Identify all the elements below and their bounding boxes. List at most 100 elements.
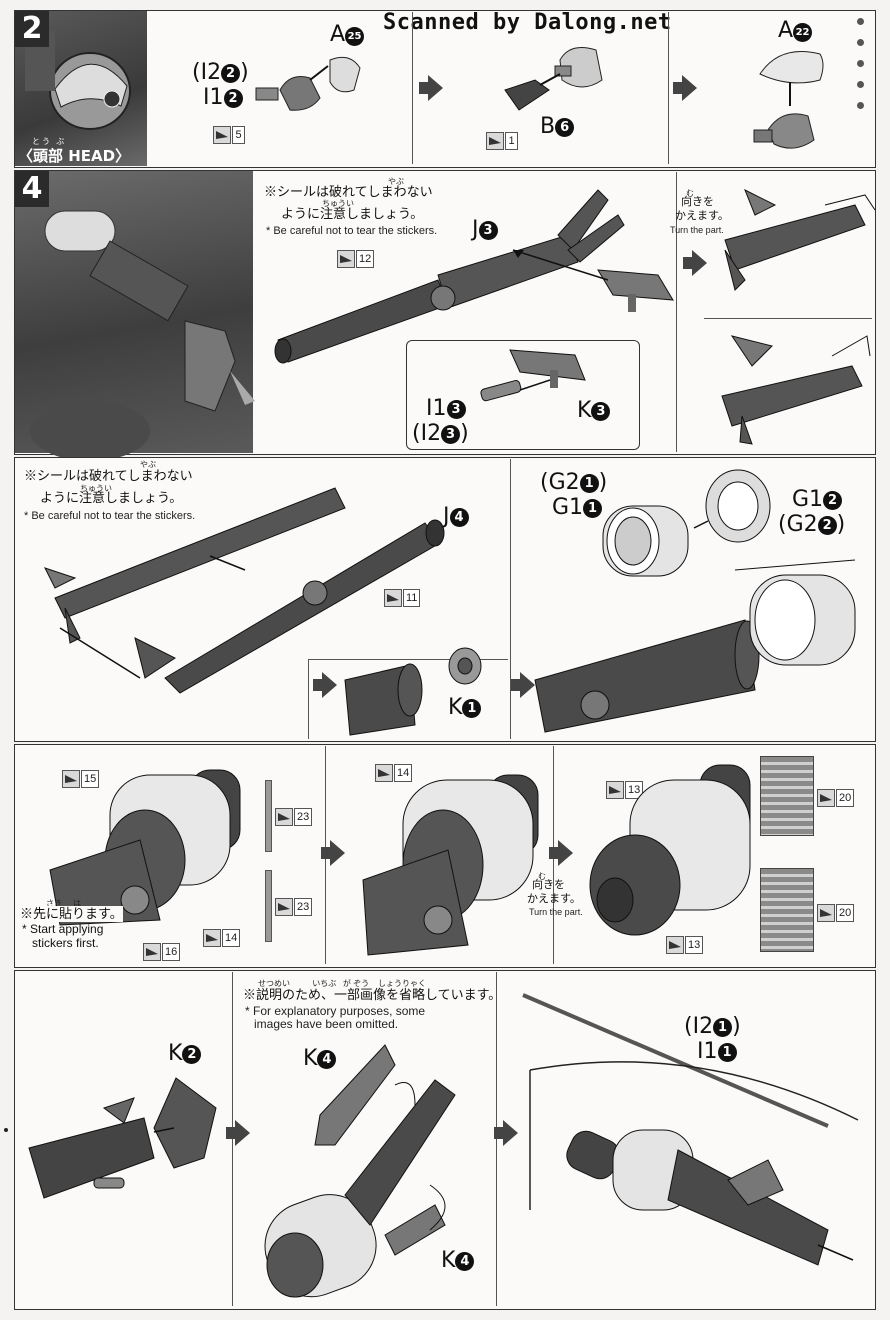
sticker-sheet-1 (760, 756, 814, 836)
tear-warning-en: * Be careful not to tear the stickers. (24, 510, 196, 522)
tear-warning-jp-2: ように注意しましょう。 (281, 206, 424, 221)
sticker-15: 15 (62, 770, 100, 788)
omit-note-jp: ※説明のため、一部画像を省略しています。 (243, 987, 502, 1002)
tear-ruby: やぶ (388, 177, 404, 186)
barrel-sticker-3 (589, 764, 751, 936)
weapon-photo-icon (30, 210, 255, 461)
omit-note-en-1: * For explanatory purposes, some (245, 1004, 426, 1018)
head-section-title: 〈頭部 HEAD〉 (18, 147, 131, 165)
care-ruby: ちゅうい (80, 484, 112, 493)
tear-warning-jp-1: ※シールは破れてしまわない (264, 184, 433, 199)
final-assembly (522, 993, 859, 1266)
sticker-16: 16 (143, 943, 181, 961)
turn-jp-1: 向きを (532, 879, 565, 891)
next-arrow (511, 672, 535, 698)
barrel-sticker-1 (49, 769, 241, 926)
sticker-23: 23 (275, 808, 313, 826)
divider (232, 972, 233, 1306)
page-dots (857, 18, 867, 109)
inset-parts (480, 349, 586, 402)
next-arrow (226, 1120, 250, 1146)
next-arrow (313, 672, 337, 698)
first-ruby: さき は (46, 899, 82, 908)
weapon-turn-1 (724, 188, 876, 291)
divider (676, 172, 677, 452)
barrel-sticker-2 (362, 774, 539, 956)
start-first-en-2: stickers first. (32, 936, 99, 950)
sticker-13: 13 (606, 781, 644, 799)
next-arrow (673, 75, 697, 101)
head-part-sub3 (753, 51, 824, 149)
tear-warning-jp-1: ※シールは破れてしまわない (24, 468, 193, 483)
edge-dot (4, 1128, 8, 1132)
step2-panel (14, 10, 876, 168)
head-part-sub2 (504, 47, 603, 111)
k1-part (344, 647, 482, 736)
sticker-12: 12 (337, 250, 375, 268)
step2-number: 2 (15, 11, 49, 47)
omit-note-en-2: images have been omitted. (254, 1017, 399, 1031)
sticker-11: 11 (384, 589, 421, 607)
head-photo-icon (25, 31, 131, 130)
divider (496, 972, 497, 1306)
g-parts (602, 469, 771, 577)
sticker-5: 5 (213, 126, 245, 144)
sticker-strip-1 (265, 780, 272, 852)
divider (510, 459, 511, 739)
sticker-1: 1 (486, 132, 518, 150)
divider (308, 659, 309, 739)
turn-jp-2: かえます。 (675, 210, 729, 222)
turn-ruby: む (686, 189, 694, 198)
turn-en: Turn the part. (670, 225, 724, 235)
next-arrow (494, 1120, 518, 1146)
sticker-14: 14 (203, 929, 241, 947)
next-arrow (549, 840, 573, 866)
turn-jp-2: かえます。 (527, 893, 581, 905)
sticker-20: 20 (817, 789, 855, 807)
step4-number: 4 (15, 171, 49, 207)
tear-warning-jp-2: ように注意しましょう。 (40, 490, 183, 505)
divider (668, 12, 669, 164)
next-arrow (419, 75, 443, 101)
head-section-ruby: とう ぶ (32, 137, 67, 146)
watermark: Scanned by Dalong.net (383, 10, 672, 35)
row4-panel (14, 970, 876, 1310)
k4-assembly (264, 1044, 456, 1298)
sticker-strip-2 (265, 870, 272, 942)
sticker-13: 13 (666, 936, 704, 954)
start-first-en-1: * Start applying (22, 922, 104, 936)
start-first-jp: ※先に貼ります。 (20, 906, 123, 922)
weapon-turn-2 (721, 335, 871, 445)
turn-jp-1: 向きを (681, 196, 714, 208)
next-arrow (683, 250, 707, 276)
divider (308, 659, 508, 660)
sticker-14: 14 (375, 764, 413, 782)
sticker-sheet-2 (760, 868, 814, 952)
sticker-23: 23 (275, 898, 313, 916)
step4-photo (15, 171, 255, 461)
turn-ruby: む (538, 872, 546, 881)
k2-assembly (28, 1077, 217, 1199)
next-arrow (321, 840, 345, 866)
tear-warning-en: * Be careful not to tear the stickers. (266, 225, 438, 237)
omit-ruby: せつめい いちぶ が ぞう しょうりゃく (258, 979, 427, 988)
divider (704, 318, 872, 319)
